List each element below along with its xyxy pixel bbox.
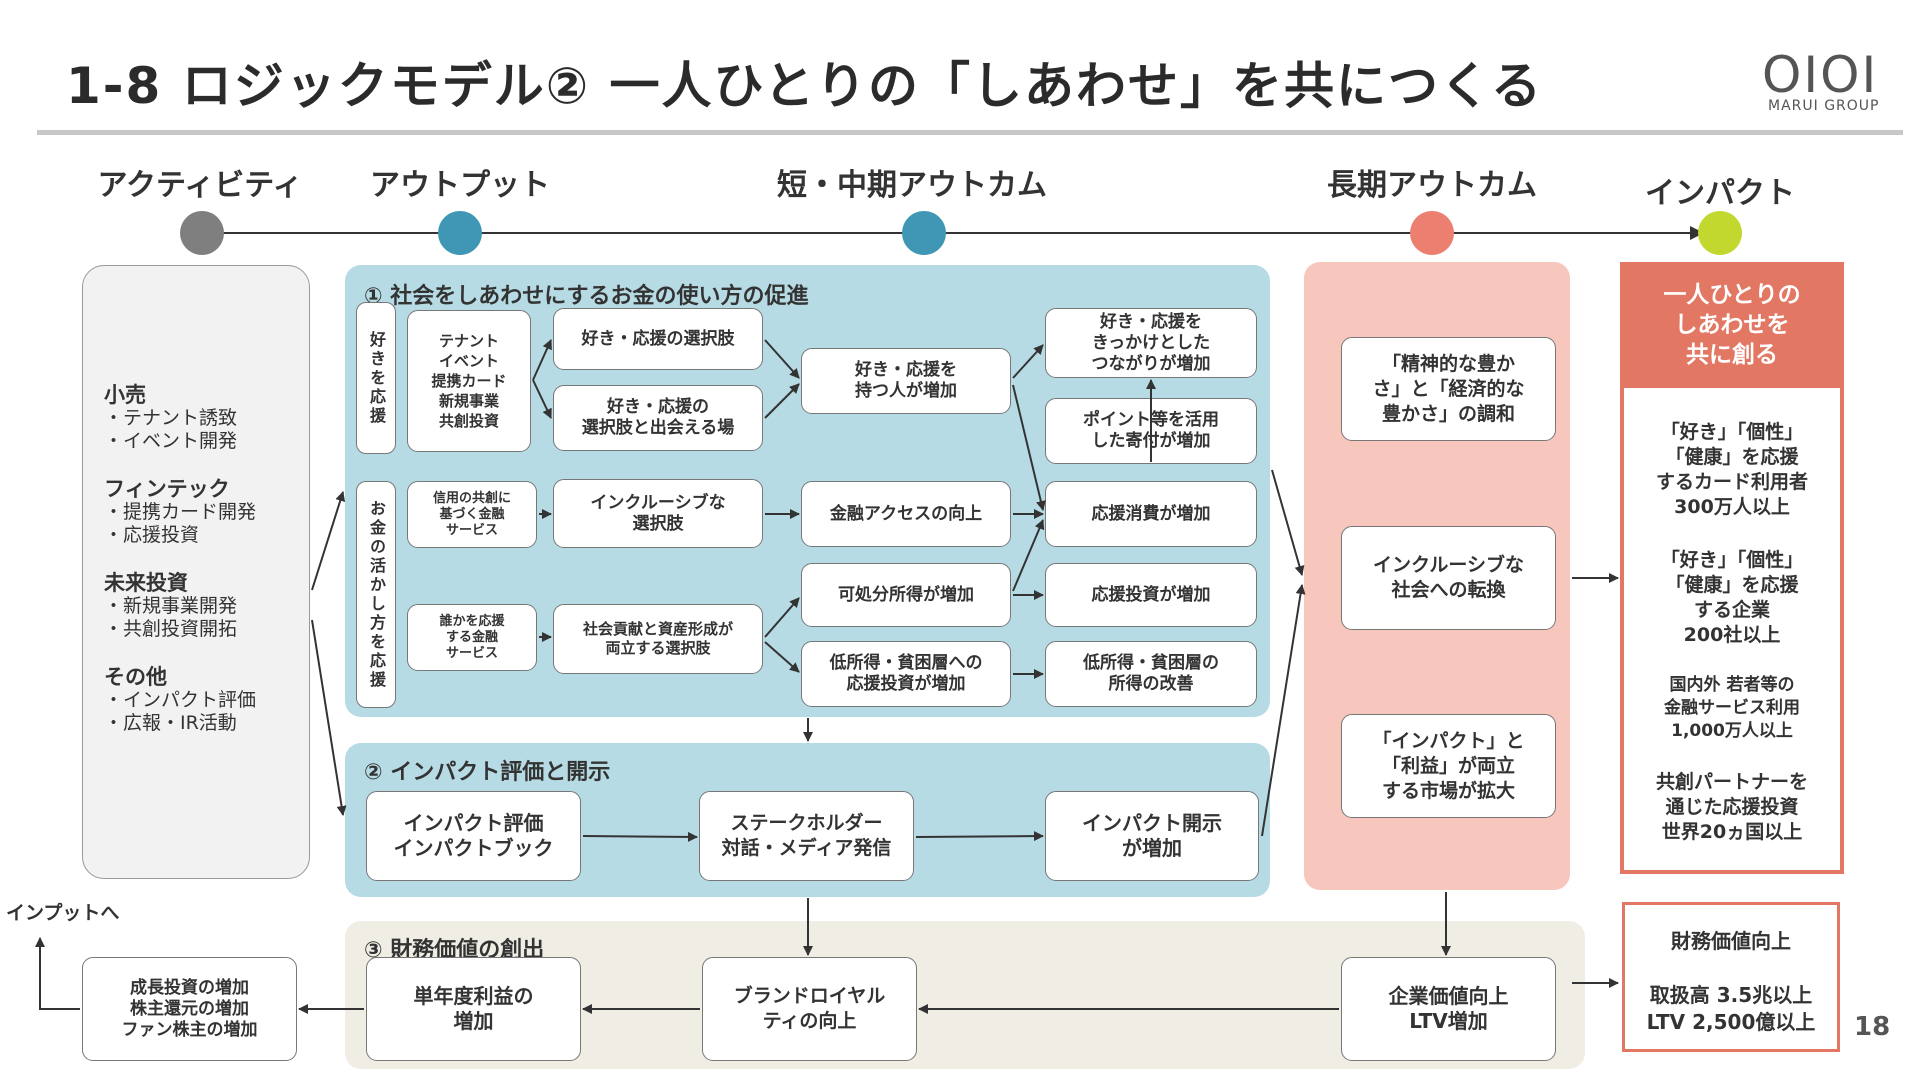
- activity-head: その他: [104, 665, 167, 689]
- timeline-dot-impact: [1698, 211, 1742, 255]
- box-tenant: テナント イベント 提携カード 新規事業 共創投資: [407, 310, 531, 452]
- impact-head: 一人ひとりの しあわせを 共に創る: [1620, 262, 1844, 388]
- activity-panel: [82, 265, 310, 879]
- box-point-donation: ポイント等を活用 した寄付が増加: [1045, 398, 1257, 464]
- activity-item: ・テナント誘致: [104, 407, 238, 429]
- box-long-harmony: 「精神的な豊か さ」と「経済的な 豊かさ」の調和: [1341, 337, 1556, 441]
- marui-logo-sub: MARUI GROUP: [1768, 98, 1880, 114]
- phase-impact: インパクト: [1645, 176, 1795, 211]
- activity-item: ・広報・IR活動: [104, 712, 237, 734]
- timeline-dot-activity: [180, 211, 224, 255]
- box-finance-access: 金融アクセスの向上: [801, 481, 1011, 547]
- finance-value-panel: [1622, 902, 1840, 1052]
- box-ouen-shohi: 応援消費が増加: [1045, 481, 1257, 547]
- activity-head: 小売: [104, 383, 146, 407]
- box-annual-profit: 単年度利益の 増加: [366, 957, 581, 1061]
- box-corporate-value: 企業価値向上 LTV増加: [1341, 957, 1556, 1061]
- timeline-dot-output: [438, 211, 482, 255]
- title-divider: [37, 130, 1903, 135]
- marui-logo: OIOI: [1762, 46, 1879, 104]
- activity-retail: 小売 ・テナント誘致 ・イベント開発: [104, 384, 237, 453]
- box-brand-loyalty: ブランドロイヤル ティの向上: [702, 957, 917, 1061]
- box-impact-disclose: インパクト開示 が増加: [1045, 791, 1259, 881]
- phase-short-mid: 短・中期アウトカム: [777, 168, 1047, 203]
- box-dareka-service: 誰かを応援 する金融 サービス: [407, 604, 537, 671]
- section2-title: ② インパクト評価と開示: [364, 760, 611, 785]
- activity-item: ・提携カード開発: [104, 501, 257, 523]
- impact-item-companies: 「好き」「個性」 「健康」を応援 する企業 200社以上: [1660, 549, 1804, 646]
- box-social-choice: 社会貢献と資産形成が 両立する選択肢: [553, 604, 763, 674]
- phase-activity: アクティビティ: [97, 168, 303, 203]
- box-suki-place: 好き・応援の 選択肢と出会える場: [553, 385, 763, 451]
- phase-output: アウトプット: [370, 168, 550, 203]
- box-suki-people: 好き・応援を 持つ人が増加: [801, 348, 1011, 414]
- page-title: 1-8 ロジックモデル② 一人ひとりの「しあわせ」を共につくる: [66, 57, 1543, 115]
- box-inclusive-choice: インクルーシブな 選択肢: [553, 479, 763, 548]
- activity-item: ・イベント開発: [104, 430, 238, 452]
- activity-fintech: フィンテック ・提携カード開発 ・応援投資: [104, 478, 256, 547]
- section1-title: ① 社会をしあわせにするお金の使い方の促進: [364, 284, 809, 309]
- box-long-inclusive: インクルーシブな 社会への転換: [1341, 526, 1556, 630]
- activity-head: フィンテック: [104, 477, 230, 501]
- impact-item-card-users: 「好き」「個性」 「健康」を応援 するカード利用者 300万人以上: [1655, 421, 1808, 518]
- finance-value-items: 取扱高 3.5兆以上 LTV 2,500億以上: [1646, 983, 1816, 1034]
- impact-item-countries: 共創パートナーを 通じた応援投資 世界20ヵ国以上: [1655, 771, 1808, 843]
- box-stakeholder: ステークホルダー 対話・メディア発信: [699, 791, 914, 881]
- box-suki-choice: 好き・応援の選択肢: [553, 308, 763, 370]
- box-long-market: 「インパクト」と 「利益」が両立 する市場が拡大: [1341, 714, 1556, 818]
- activity-item: ・インパクト評価: [104, 689, 257, 711]
- activity-item: ・新規事業開発: [104, 595, 238, 617]
- finance-value-head: 財務価値向上: [1671, 929, 1791, 953]
- box-disposable-income: 可処分所得が増加: [801, 563, 1011, 627]
- box-credit-service: 信用の共創に 基づく金融 サービス: [407, 481, 537, 548]
- activity-future-investment: 未来投資 ・新規事業開発 ・共創投資開拓: [104, 572, 237, 641]
- box-impact-eval: インパクト評価 インパクトブック: [366, 791, 581, 881]
- activity-item: ・応援投資: [104, 524, 200, 546]
- page-number: 18: [1854, 1012, 1891, 1042]
- timeline-dot-long: [1410, 211, 1454, 255]
- vertical-label-okane: お金の活かし方を応援: [356, 481, 396, 708]
- box-ouen-toshi: 応援投資が増加: [1045, 563, 1257, 627]
- timeline-dot-short-mid: [902, 211, 946, 255]
- activity-other: その他 ・インパクト評価 ・広報・IR活動: [104, 666, 256, 735]
- phase-long: 長期アウトカム: [1327, 168, 1537, 203]
- vertical-label-suki: 好きを応援: [356, 302, 396, 454]
- box-low-income-improve: 低所得・貧困層の 所得の改善: [1045, 641, 1257, 707]
- input-label: インプットへ: [6, 902, 120, 924]
- box-growth-investment: 成長投資の増加 株主還元の増加 ファン株主の増加: [82, 957, 297, 1061]
- activity-item: ・共創投資開拓: [104, 618, 238, 640]
- impact-item-finance-users: 国内外 若者等の 金融サービス利用 1,000万人以上: [1664, 675, 1800, 741]
- box-low-income-invest: 低所得・貧困層への 応援投資が増加: [801, 641, 1011, 707]
- box-tsunagari: 好き・応援を きっかけとした つながりが増加: [1045, 308, 1257, 378]
- activity-head: 未来投資: [104, 571, 188, 595]
- timeline-line: [202, 232, 1700, 234]
